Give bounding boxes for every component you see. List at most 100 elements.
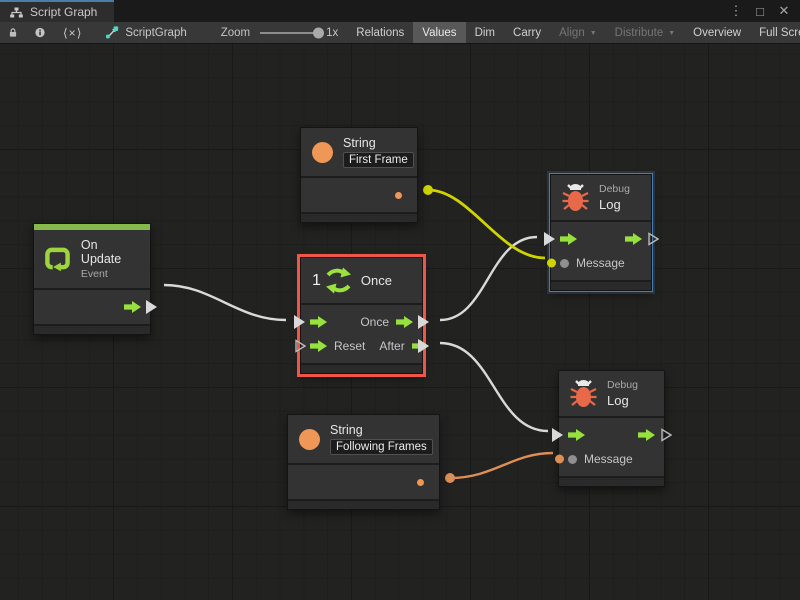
zoom-slider-handle[interactable]	[313, 27, 325, 38]
wire-endpoint-dot[interactable]	[423, 185, 433, 195]
values-button[interactable]: Values	[413, 22, 466, 43]
lock-button[interactable]	[0, 22, 26, 43]
flow-unconnected-arrow[interactable]	[661, 428, 672, 442]
graph-tree-icon	[10, 7, 23, 17]
button-label: Relations	[356, 26, 405, 39]
flow-connected-arrow[interactable]	[294, 315, 305, 329]
align-button[interactable]: Align▼	[550, 22, 606, 43]
node-string-following-frames[interactable]: String Following Frames	[287, 414, 440, 510]
string-literal-icon	[312, 141, 333, 163]
node-subtitle: Debug	[599, 183, 630, 195]
flow-output-row	[43, 295, 157, 319]
chevron-down-icon: ▼	[589, 30, 597, 37]
wire-firstframe-to-message[interactable]	[427, 188, 546, 260]
flow-input-port[interactable]	[560, 233, 577, 245]
value-connected-dot[interactable]	[547, 258, 556, 268]
port-label-after: After	[379, 339, 405, 353]
info-icon	[35, 27, 45, 38]
port-label-message: Message	[576, 256, 625, 270]
reset-input-port[interactable]	[310, 340, 327, 352]
wire-after-to-debugbottom[interactable]	[439, 341, 549, 433]
flow-output-port[interactable]	[124, 301, 141, 313]
node-footer	[559, 476, 664, 486]
string-output-port[interactable]	[417, 478, 424, 486]
flow-row-once: Once	[294, 310, 429, 334]
node-string-first-frame[interactable]: String First Frame	[300, 127, 418, 223]
wire-endpoint-dot[interactable]	[445, 473, 455, 483]
flow-connected-arrow[interactable]	[146, 300, 157, 314]
port-label-reset: Reset	[334, 339, 366, 353]
value-connected-dot[interactable]	[555, 454, 564, 464]
node-once[interactable]: 1 Once Once Reset	[294, 257, 429, 374]
wire-followingframes-to-message[interactable]	[449, 451, 554, 480]
carry-button[interactable]: Carry	[504, 22, 550, 43]
overview-button[interactable]: Overview	[684, 22, 750, 43]
distribute-button[interactable]: Distribute▼	[606, 22, 685, 43]
button-label: Values	[422, 26, 457, 39]
button-label: Full Screen	[759, 26, 800, 39]
flow-unconnected-arrow[interactable]	[295, 339, 306, 353]
flow-output-port[interactable]	[638, 429, 655, 441]
once-count-number: 1	[312, 271, 321, 289]
button-label: Distribute	[614, 26, 664, 39]
event-color-strip	[34, 224, 150, 230]
flow-row	[544, 227, 659, 251]
flow-connected-arrow[interactable]	[552, 428, 563, 442]
flow-input-port[interactable]	[568, 429, 585, 441]
node-subtitle: Event	[80, 268, 108, 280]
string-value-field[interactable]: Following Frames	[330, 439, 433, 455]
wire-onupdate-to-once[interactable]	[163, 283, 287, 322]
message-input-port[interactable]	[560, 258, 569, 268]
flow-output-port[interactable]	[625, 233, 642, 245]
flow-row-reset-after: Reset After	[295, 334, 429, 358]
node-footer	[34, 324, 150, 334]
flow-input-port[interactable]	[310, 316, 327, 328]
flow-unconnected-arrow[interactable]	[648, 232, 659, 246]
flow-connected-arrow[interactable]	[544, 232, 555, 246]
close-icon[interactable]: ✕	[778, 3, 790, 18]
graph-asset[interactable]: ScriptGraph	[91, 22, 195, 43]
string-output-port[interactable]	[395, 191, 402, 199]
node-title: Log	[599, 197, 621, 212]
value-output-row	[310, 183, 408, 207]
on-update-loop-icon	[45, 247, 70, 272]
string-value-field[interactable]: First Frame	[343, 152, 414, 168]
fullscreen-button[interactable]: Full Screen	[750, 22, 800, 43]
zoom-value: 1x	[326, 26, 339, 39]
button-label: Dim	[474, 26, 496, 39]
message-input-port[interactable]	[568, 454, 577, 464]
edit-source-button[interactable]: ⟨×⟩	[54, 22, 91, 43]
zoom-slider[interactable]	[260, 27, 325, 38]
node-footer	[551, 280, 651, 290]
node-on-update[interactable]: On Update Event	[33, 223, 157, 335]
once-cycle-icon	[325, 267, 351, 294]
tab-script-graph[interactable]: Script Graph	[0, 0, 114, 22]
code-icon: ⟨×⟩	[63, 25, 83, 40]
string-literal-icon	[299, 428, 320, 450]
dim-button[interactable]: Dim	[466, 22, 504, 43]
node-debug-log-bottom[interactable]: Debug Log Message	[552, 370, 672, 487]
tab-bar: Script Graph ⋮ □ ✕	[0, 0, 800, 22]
port-label-once: Once	[360, 315, 389, 329]
zoom-label: Zoom	[220, 26, 251, 39]
node-footer	[288, 499, 439, 509]
node-title: String	[343, 136, 376, 150]
script-graph-asset-icon	[106, 26, 119, 39]
node-title: Log	[607, 393, 629, 408]
button-label: Carry	[513, 26, 542, 39]
node-debug-log-top[interactable]: Debug Log Message	[544, 174, 659, 291]
bug-icon	[570, 379, 597, 407]
wire-once-to-debugtop[interactable]	[439, 235, 538, 322]
window-menu-icon[interactable]: ⋮	[729, 3, 743, 18]
bug-icon	[562, 183, 589, 211]
button-label: Overview	[693, 26, 742, 39]
relations-button[interactable]: Relations	[347, 22, 413, 43]
maximize-icon[interactable]: □	[756, 3, 764, 19]
flow-connected-arrow[interactable]	[418, 339, 429, 353]
inspect-button[interactable]	[26, 22, 54, 43]
flow-connected-arrow[interactable]	[418, 315, 429, 329]
zoom-control: Zoom 1x	[212, 22, 348, 43]
once-output-port[interactable]	[396, 316, 413, 328]
